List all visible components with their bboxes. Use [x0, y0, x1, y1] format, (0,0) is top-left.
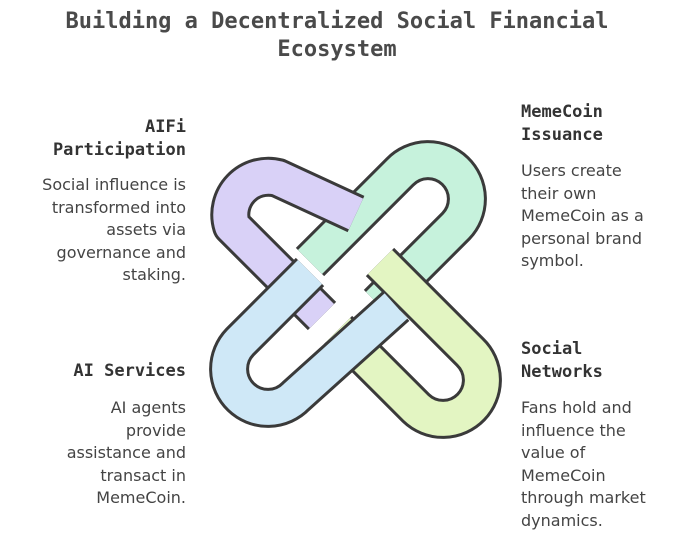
aifi-heading: AIFi Participation	[53, 116, 186, 162]
loop-lime-fill	[325, 249, 499, 436]
ai-services-text-line-4: transact in	[100, 465, 186, 485]
social-text-line-4: MemeCoin	[521, 465, 606, 485]
social-networks-loop	[323, 247, 502, 439]
loop-mint-fill	[297, 143, 484, 317]
social-heading-line-2: Networks	[521, 362, 603, 382]
aifi-text-line-2: transformed into	[51, 197, 186, 217]
aifi-text-line-4: governance and	[56, 242, 186, 262]
memecoin-heading-line-2: Issuance	[521, 125, 603, 145]
aifi-heading-line-1: AIFi	[145, 117, 186, 137]
memecoin-heading: MemeCoin Issuance	[521, 101, 603, 147]
ai-services-text-line-2: provide	[125, 420, 186, 440]
memecoin-text-line-3: MemeCoin as a	[521, 206, 644, 225]
memecoin-text-line-4: personal brand	[521, 228, 643, 248]
aifi-loop	[210, 156, 365, 331]
social-text-line-6: dynamics.	[521, 510, 603, 530]
social-text-line-5: through market	[521, 488, 646, 507]
aifi-text-line-1: Social influence is	[42, 175, 186, 194]
memecoin-description: Users create their own MemeCoin as a per…	[521, 160, 644, 273]
diagram-title-line-1: Building a Decentralized Social Financia…	[65, 9, 609, 34]
social-networks-description: Fans hold and influence the value of Mem…	[521, 397, 646, 532]
loop-blue-fill	[212, 259, 408, 425]
aifi-description: Social influence is transformed into ass…	[42, 174, 186, 287]
ai-services-heading: AI Services	[73, 360, 186, 383]
aifi-text-line-3: assets via	[106, 220, 186, 239]
memecoin-heading-line-1: MemeCoin	[521, 102, 603, 122]
diagram-title-line-2: Ecosystem	[277, 37, 397, 62]
loop-purple-fill	[213, 159, 364, 329]
aifi-heading-line-2: Participation	[52, 140, 186, 160]
ai-services-description: AI agents provide assistance and transac…	[67, 397, 186, 510]
ai-services-heading-line-1: AI Services	[73, 361, 186, 381]
ai-services-text-line-5: MemeCoin.	[96, 488, 186, 507]
aifi-text-line-5: staking.	[122, 265, 186, 284]
social-networks-heading: Social Networks	[521, 338, 603, 384]
memecoin-text-line-1: Users create	[521, 161, 622, 180]
social-text-line-1: Fans hold and	[521, 398, 632, 417]
social-text-line-3: value of	[521, 443, 586, 462]
memecoin-text-line-5: symbol.	[521, 251, 584, 270]
ai-services-text-line-1: AI agents	[110, 398, 186, 417]
social-text-line-2: influence the	[521, 420, 626, 440]
ai-services-loop	[209, 257, 410, 428]
memecoin-loop	[295, 140, 487, 319]
social-heading-line-1: Social	[521, 339, 583, 359]
memecoin-text-line-2: their own	[521, 183, 597, 203]
ai-services-text-line-3: assistance and	[66, 443, 186, 462]
